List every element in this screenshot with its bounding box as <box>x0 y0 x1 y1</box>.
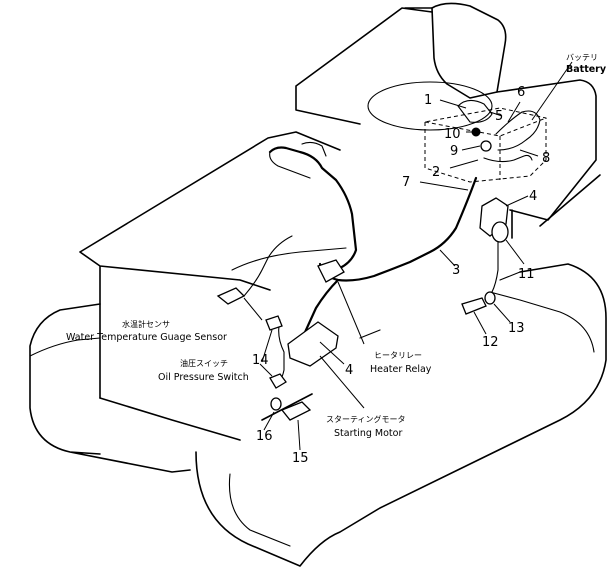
battery-cable-6 <box>495 110 541 151</box>
battery-label-jp: バッテリ <box>566 53 598 62</box>
seat-cushion <box>367 81 493 131</box>
starting-motor-label-en: Starting Motor <box>334 428 402 439</box>
oil-switch-terminal-14 <box>269 373 287 389</box>
harness-branch-up <box>268 146 358 270</box>
text-labels: バッテリ Battery 水温計センサ Water Temperature Gu… <box>66 53 607 439</box>
battery-frame <box>424 107 547 183</box>
battery-cable-8 <box>483 154 533 163</box>
heater-relay-label-en: Heater Relay <box>370 364 432 375</box>
callout-10: 10 <box>444 127 461 142</box>
left-track-inner <box>29 337 101 357</box>
callout-14: 14 <box>252 353 269 368</box>
callout-15: 15 <box>292 451 309 466</box>
water-temp-label-jp: 水温計センサ <box>122 319 170 329</box>
callout-12: 12 <box>482 335 499 350</box>
harness-to-water-sensor <box>243 235 293 297</box>
leader-lines <box>243 61 573 451</box>
machine-body <box>29 2 607 567</box>
oil-pressure-label-jp: 油圧スイッチ <box>180 358 228 368</box>
callout-7: 7 <box>402 175 410 190</box>
starting-motor <box>287 321 339 367</box>
washer-13 <box>484 291 496 305</box>
harness-connector-top <box>301 141 327 157</box>
callout-3: 3 <box>452 263 460 278</box>
callout-5: 5 <box>495 109 503 124</box>
oil-pressure-label-en: Oil Pressure Switch <box>158 372 249 383</box>
battery-terminal-9 <box>480 140 492 152</box>
components <box>216 197 509 421</box>
callout-6: 6 <box>517 85 525 100</box>
callout-4-lower: 4 <box>345 363 353 378</box>
right-track-inner <box>228 271 595 547</box>
harness-loop-front <box>231 151 347 271</box>
rear-block <box>511 174 601 239</box>
left-track <box>29 303 191 473</box>
heater-relay-label-jp: ヒータリレー <box>374 351 422 360</box>
washer-16 <box>270 397 282 411</box>
starting-motor-label-jp: スターティングモータ <box>326 414 406 424</box>
ground-cable <box>491 235 499 293</box>
water-temp-label-en: Water Temperature Guage Sensor <box>66 332 227 343</box>
callout-11: 11 <box>518 267 535 282</box>
water-temp-sensor <box>216 287 246 305</box>
oil-pressure-switch <box>265 315 283 331</box>
callout-9: 9 <box>450 144 458 159</box>
heater-relay <box>317 259 345 283</box>
right-track <box>195 263 607 567</box>
battery-label-en: Battery <box>566 64 607 75</box>
callout-1: 1 <box>424 93 432 108</box>
bolt-15 <box>280 401 312 421</box>
bolt-12 <box>461 297 487 315</box>
callout-13: 13 <box>508 321 525 336</box>
battery-terminal-10 <box>471 127 481 137</box>
operator-seat-box <box>295 7 597 221</box>
callout-16: 16 <box>256 429 273 444</box>
battery-clamp-5 <box>457 99 493 123</box>
callout-numbers: 1 2 3 4 4 5 6 7 8 9 10 11 12 13 14 15 16 <box>252 85 550 466</box>
callout-4-upper: 4 <box>529 189 537 204</box>
seat-back <box>431 2 507 99</box>
wiring-harness <box>231 141 499 387</box>
callout-2: 2 <box>432 165 440 180</box>
wiring-harness-3 <box>318 176 478 282</box>
engine-hood <box>79 131 341 399</box>
ground-terminal-11 <box>491 221 509 243</box>
callout-8: 8 <box>542 151 550 166</box>
engine-front-face <box>99 397 241 441</box>
